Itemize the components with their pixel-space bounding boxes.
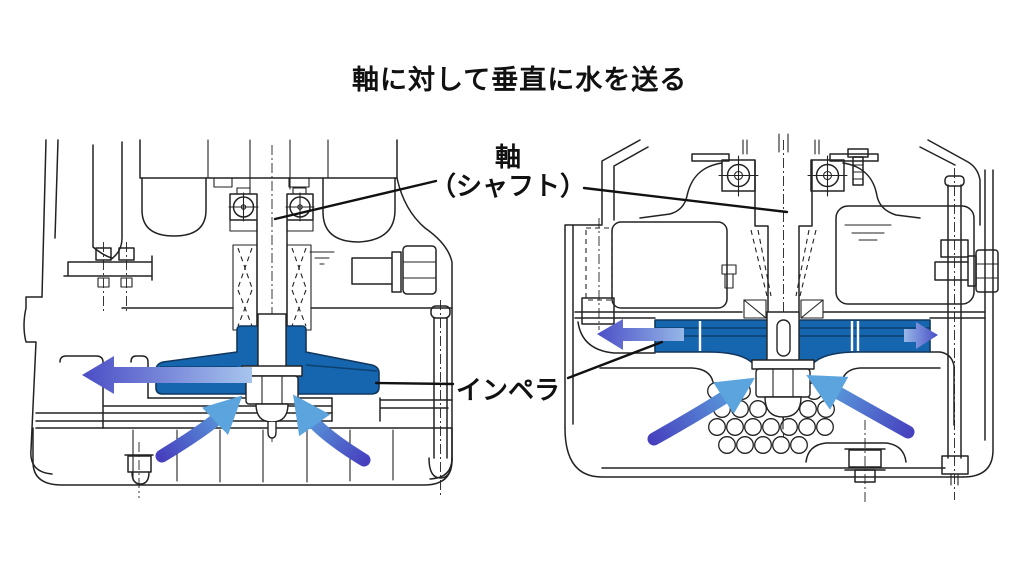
shaft-leader-left — [273, 179, 438, 221]
motor-housing — [139, 139, 398, 179]
suction-arrow — [293, 394, 371, 467]
impeller-nut — [241, 365, 303, 439]
left-pump-cross-section — [23, 139, 453, 498]
casing-top-left — [601, 139, 649, 225]
suction-arrow — [155, 395, 243, 463]
ball-bearings — [228, 187, 315, 232]
discharge-arrow-right — [904, 322, 938, 349]
water-level-mark — [844, 224, 892, 241]
shaft-through-impeller — [257, 313, 287, 371]
volute-casing — [23, 296, 53, 475]
stator-winding — [141, 177, 207, 237]
jacket-wall — [41, 139, 47, 298]
suction-arrow — [806, 375, 915, 439]
right-wall — [962, 169, 994, 478]
shaft-label: 軸 （シャフト） — [420, 142, 596, 202]
impeller-leader-left — [374, 381, 455, 386]
casing-top-right — [919, 139, 981, 226]
leader-lines — [273, 179, 789, 386]
impeller-leader-right — [566, 340, 664, 380]
left-flange-bolts — [63, 242, 153, 314]
shaft-label-line1: 軸 — [494, 142, 521, 172]
discharge-arrow-left — [82, 356, 252, 394]
discharge-arrow-left — [597, 319, 684, 350]
right-chamber — [835, 205, 975, 305]
suction-arrow — [647, 377, 755, 446]
impeller-label: インペラ — [456, 375, 561, 405]
impeller-nut — [751, 359, 815, 430]
shaft-label-line2: （シャフト） — [429, 171, 586, 202]
bottom-bolt-boss — [805, 420, 907, 505]
left-wall-bolts — [564, 218, 615, 429]
water-level-mark — [309, 251, 335, 265]
ball-bearings — [718, 155, 848, 197]
side-bolt — [351, 245, 437, 295]
tie-bolt — [940, 168, 969, 500]
pump-base — [32, 427, 453, 498]
side-bolt — [934, 249, 999, 293]
tie-bolt — [428, 300, 453, 496]
oil-chamber — [611, 221, 728, 309]
diagram-title: 軸に対して垂直に水を送る — [352, 65, 688, 95]
right-pump-cross-section — [564, 133, 999, 505]
shaft-leader-right — [582, 186, 789, 214]
